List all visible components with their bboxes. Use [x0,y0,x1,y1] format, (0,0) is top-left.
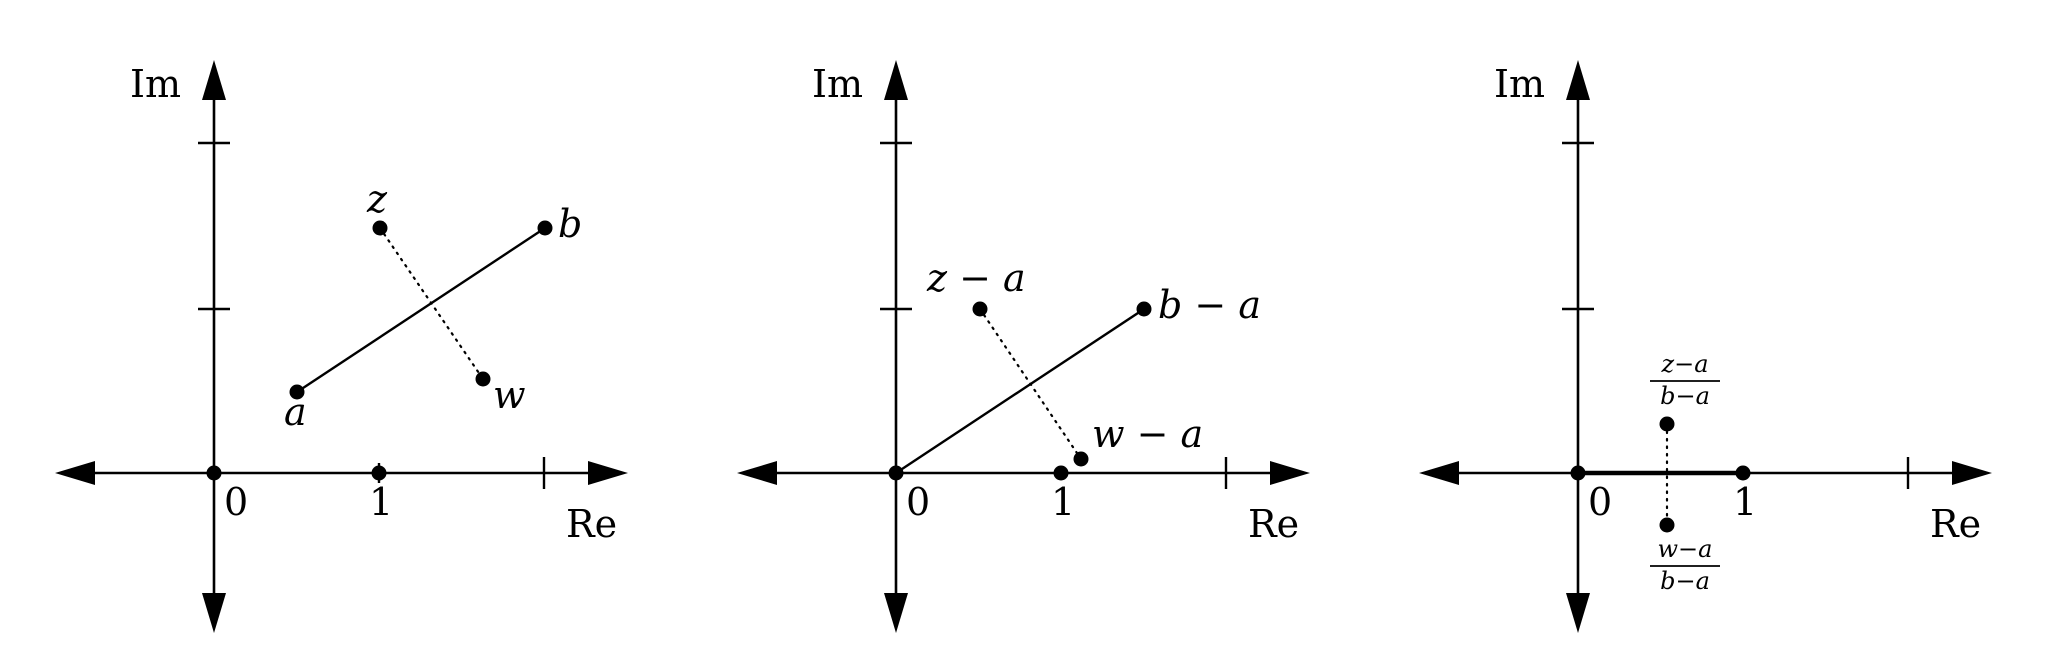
real-axis-label: Re [566,502,617,546]
point-w [475,371,491,387]
left-arrow-icon [737,461,777,485]
fraction-denominator: b−a [1660,567,1710,595]
segment-a-b [296,226,546,394]
panel-1: Im Re 0 1 a b z w [55,60,628,633]
origin-point [206,465,222,481]
tick-label-0: 0 [224,480,248,524]
imag-axis [202,60,226,633]
imag-axis-label: Im [812,62,863,106]
real-axis [55,461,628,485]
origin-point [888,465,904,481]
point-b-minus-a [1136,301,1152,317]
left-arrow-icon [1419,461,1459,485]
down-arrow-icon [202,593,226,633]
tick-label-0: 0 [906,480,930,524]
imag-axis [884,60,908,633]
panel-3: Im Re 0 1 z−a b−a w−a b−a [1419,60,1992,633]
up-arrow-icon [884,60,908,100]
label-w: w [493,373,526,417]
point-w-minus-a [1073,451,1089,467]
tick-label-1: 1 [1051,480,1075,524]
label-b-minus-a: b − a [1158,283,1261,327]
dotted-za-wa [978,307,1083,461]
imag-axis-label: Im [1494,62,1545,106]
label-w-fraction: w−a b−a [1650,535,1720,595]
down-arrow-icon [1566,593,1590,633]
tick-label-1: 1 [1733,480,1757,524]
label-z-minus-a: z − a [926,256,1026,300]
label-b: b [558,202,582,246]
panel-2: Im Re 0 1 b − a z − a w − a [737,60,1310,633]
point-z-minus-a [972,301,988,317]
point-z [372,220,388,236]
origin-point [1570,465,1586,481]
label-z-fraction: z−a b−a [1650,350,1720,410]
label-w-minus-a: w − a [1092,412,1203,456]
fraction-numerator: z−a [1660,350,1708,378]
label-a: a [284,390,307,434]
real-axis-label: Re [1248,502,1299,546]
one-point [1735,465,1751,481]
fraction-numerator: w−a [1658,535,1713,563]
dotted-z-w [378,226,485,381]
imag-axis-label: Im [130,62,181,106]
real-axis [737,461,1310,485]
left-arrow-icon [55,461,95,485]
tick-label-0: 0 [1588,480,1612,524]
imag-axis [1566,60,1590,633]
right-arrow-icon [588,461,628,485]
real-axis-label: Re [1930,502,1981,546]
label-z: z [366,177,388,221]
segment-0-ba [895,307,1145,475]
point-b [537,220,553,236]
right-arrow-icon [1952,461,1992,485]
right-arrow-icon [1270,461,1310,485]
point-z-fraction [1659,416,1675,432]
one-point [1053,465,1069,481]
one-point [371,465,387,481]
up-arrow-icon [1566,60,1590,100]
point-a [289,384,305,400]
down-arrow-icon [884,593,908,633]
tick-label-1: 1 [369,480,393,524]
fraction-denominator: b−a [1660,382,1710,410]
point-w-fraction [1659,517,1675,533]
up-arrow-icon [202,60,226,100]
